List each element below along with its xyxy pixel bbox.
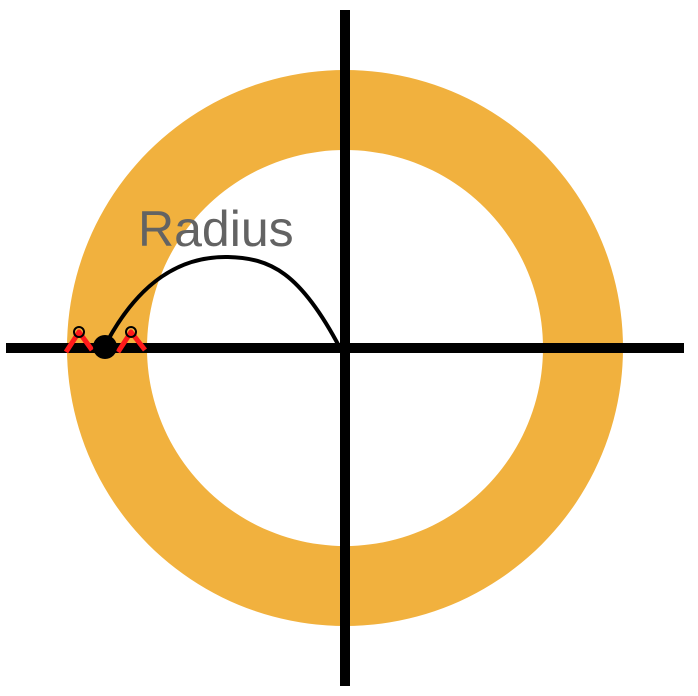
radius-arc [106,254,342,349]
hinge-left-icon [73,326,85,338]
radius-label: Radius [138,201,294,257]
marker-dot-icon [93,335,117,359]
zigzag-right [115,329,147,354]
hinge-right-icon [125,326,137,338]
zigzag-left [63,329,95,354]
